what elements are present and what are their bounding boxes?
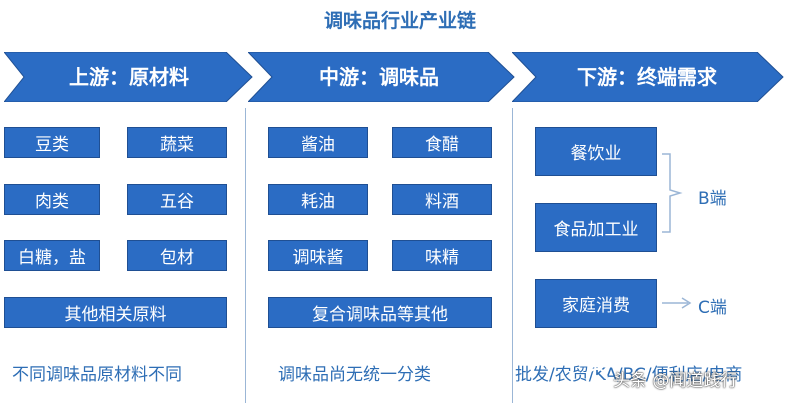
column-divider	[512, 108, 513, 403]
stage-upstream-arrow	[4, 52, 253, 102]
downstream-item: 餐饮业	[535, 127, 657, 176]
upstream-note: 不同调味品原材料不同	[12, 365, 182, 385]
stage-midstream-arrow	[248, 52, 515, 102]
stage-midstream-label: 中游：调味品	[319, 65, 439, 89]
upstream-item: 白糖，盐	[4, 240, 100, 271]
midstream-item: 酱油	[268, 127, 368, 158]
downstream-note: 批发/农贸/KA/BC/便利店/电商	[515, 365, 743, 385]
upstream-item: 蔬菜	[127, 127, 227, 158]
midstream-item: 复合调味品等其他	[268, 297, 492, 328]
midstream-item: 食醋	[392, 127, 492, 158]
midstream-note: 调味品尚无统一分类	[278, 365, 431, 385]
midstream-item: 调味酱	[268, 240, 368, 271]
watermark: 头条 @闻道践行	[585, 366, 737, 391]
stage-upstream: 上游：原材料	[4, 52, 254, 102]
watermark-text: 头条 @闻道践行	[613, 371, 738, 391]
stage-downstream: 下游：终端需求	[512, 52, 784, 102]
stage-midstream: 中游：调味品	[248, 52, 515, 102]
diagram-title: 调味品行业产业链	[323, 10, 476, 32]
midstream-item: 味精	[392, 240, 492, 271]
stage-downstream-label: 下游：终端需求	[577, 65, 717, 89]
c-end-arrow-icon	[662, 297, 692, 309]
midstream-item: 料酒	[392, 184, 492, 215]
column-divider	[245, 108, 246, 403]
upstream-item: 其他相关原料	[4, 297, 227, 328]
downstream-item: 食品加工业	[535, 203, 657, 252]
upstream-item: 五谷	[127, 184, 227, 215]
stage-downstream-arrow	[512, 52, 784, 102]
b-end-bracket	[662, 153, 683, 233]
stage-upstream-label: 上游：原材料	[69, 65, 189, 89]
watermark-logo-icon	[586, 367, 608, 390]
c-end-label: C端	[698, 298, 727, 318]
upstream-item: 豆类	[4, 127, 100, 158]
upstream-item: 包材	[127, 240, 227, 271]
downstream-item: 家庭消费	[535, 279, 657, 328]
b-end-label: B端	[698, 189, 727, 209]
upstream-item: 肉类	[4, 184, 100, 215]
midstream-item: 耗油	[268, 184, 368, 215]
